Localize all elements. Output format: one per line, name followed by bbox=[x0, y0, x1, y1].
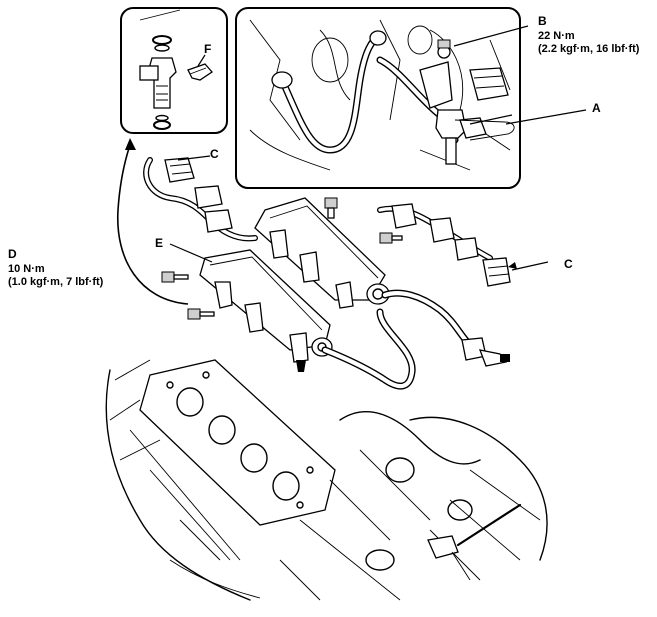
reference-arrow bbox=[117, 144, 189, 305]
torque-b-line2: (2.2 kgf·m, 16 lbf·ft) bbox=[538, 43, 640, 55]
main-assembly bbox=[105, 138, 548, 601]
leader-lines bbox=[169, 25, 549, 271]
bolt-rail-top bbox=[324, 197, 338, 219]
bolt-b bbox=[437, 39, 451, 59]
label-b: B bbox=[538, 14, 547, 28]
torque-d-line1: 10 N·m bbox=[8, 263, 45, 275]
bolt-rail-mid bbox=[379, 232, 403, 244]
injector-detail-inset bbox=[120, 7, 228, 134]
label-f: F bbox=[204, 42, 211, 56]
torque-d-line2: (1.0 kgf·m, 7 lbf·ft) bbox=[8, 276, 104, 288]
label-c-top: C bbox=[210, 147, 219, 161]
fuel-rail-right bbox=[254, 197, 403, 309]
injectors-rail-e bbox=[214, 281, 309, 372]
connector-detail-inset bbox=[235, 7, 521, 189]
label-d: D bbox=[8, 247, 17, 261]
torque-b-line1: 22 N·m bbox=[538, 30, 575, 42]
injectors-rail-right bbox=[269, 229, 354, 309]
label-e: E bbox=[155, 236, 163, 250]
callout-labels: F B 22 N·m (2.2 kgf·m, 16 lbf·ft) A C E … bbox=[8, 14, 640, 288]
bolt-d-upper bbox=[161, 271, 189, 283]
clip-f bbox=[187, 63, 213, 81]
engine-block bbox=[105, 369, 548, 601]
label-c-right: C bbox=[564, 257, 573, 271]
harness-connector-c-right bbox=[377, 203, 511, 287]
harness-connector-c-left bbox=[143, 157, 258, 242]
cylinder-head bbox=[109, 359, 336, 526]
bolt-d-lower bbox=[187, 308, 215, 320]
fuel-feed-hose bbox=[321, 289, 510, 390]
label-a: A bbox=[592, 101, 601, 115]
